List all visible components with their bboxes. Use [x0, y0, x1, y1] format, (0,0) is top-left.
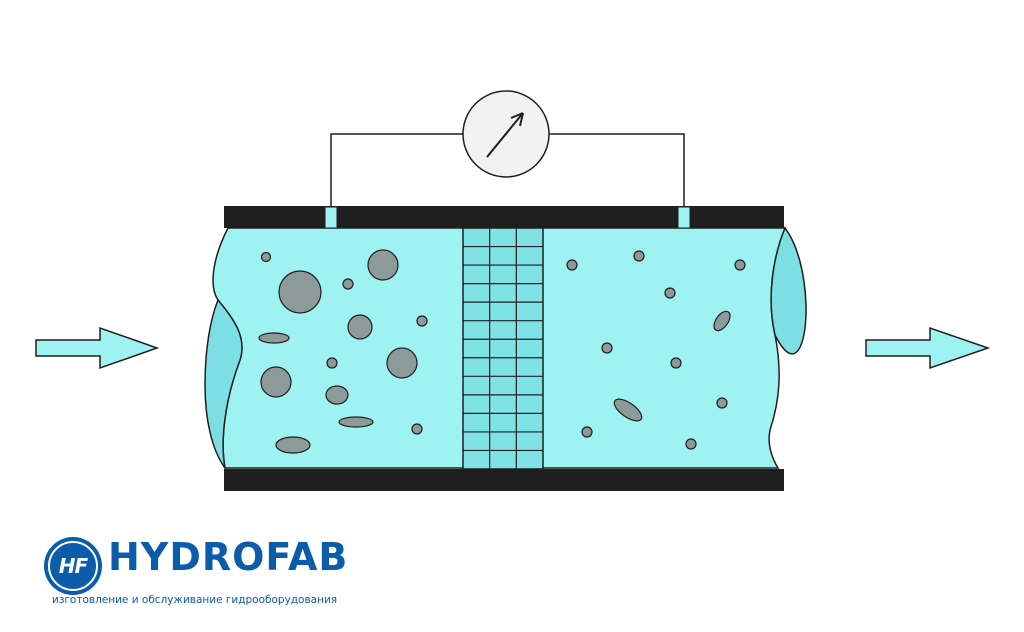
- outlet-arrow: [865, 326, 991, 370]
- pipe-wall-bottom: [224, 469, 784, 491]
- logo-tagline: изготовление и обслуживание гидрооборудо…: [52, 594, 338, 606]
- particle: [342, 278, 354, 290]
- particle: [260, 251, 272, 263]
- contaminant-particles-downstream: [566, 250, 746, 450]
- particle: [601, 342, 613, 354]
- particle: [613, 398, 643, 422]
- particle: [581, 426, 593, 438]
- particle: [367, 249, 399, 281]
- particle: [664, 287, 676, 299]
- particle: [275, 436, 311, 454]
- inlet-arrow: [35, 326, 160, 370]
- logo-wordmark: HYDROFAB: [108, 535, 349, 579]
- logo-badge-icon: HF: [44, 537, 102, 595]
- particle: [326, 357, 338, 369]
- company-logo: HF HYDROFAB изготовление и обслуживание …: [44, 535, 347, 612]
- particle: [716, 397, 728, 409]
- particle: [566, 259, 578, 271]
- particle: [411, 423, 423, 435]
- logo-badge-text: HF: [58, 554, 88, 578]
- gauge-wire-left: [330, 133, 463, 207]
- particle: [260, 366, 292, 398]
- gauge-wire-right: [549, 133, 685, 207]
- particle: [386, 347, 418, 379]
- particle: [713, 310, 731, 332]
- filter-element: [462, 227, 544, 470]
- particle: [685, 438, 697, 450]
- pressure-tap-left: [324, 206, 338, 229]
- particle: [325, 385, 349, 405]
- particle: [338, 416, 374, 428]
- contaminant-particles-upstream: [258, 249, 428, 454]
- particle: [633, 250, 645, 262]
- pressure-tap-right: [677, 206, 691, 229]
- particle: [258, 332, 290, 344]
- pipe-wall-top: [224, 206, 784, 228]
- particle: [416, 315, 428, 327]
- particle: [734, 259, 746, 271]
- particle: [347, 314, 373, 340]
- particle: [278, 270, 322, 314]
- inlet-end-cap: [204, 298, 243, 469]
- filter-mesh-frame: [462, 227, 544, 470]
- particle: [670, 357, 682, 369]
- gauge-icon: [462, 90, 550, 178]
- outlet-end-cap: [770, 226, 807, 355]
